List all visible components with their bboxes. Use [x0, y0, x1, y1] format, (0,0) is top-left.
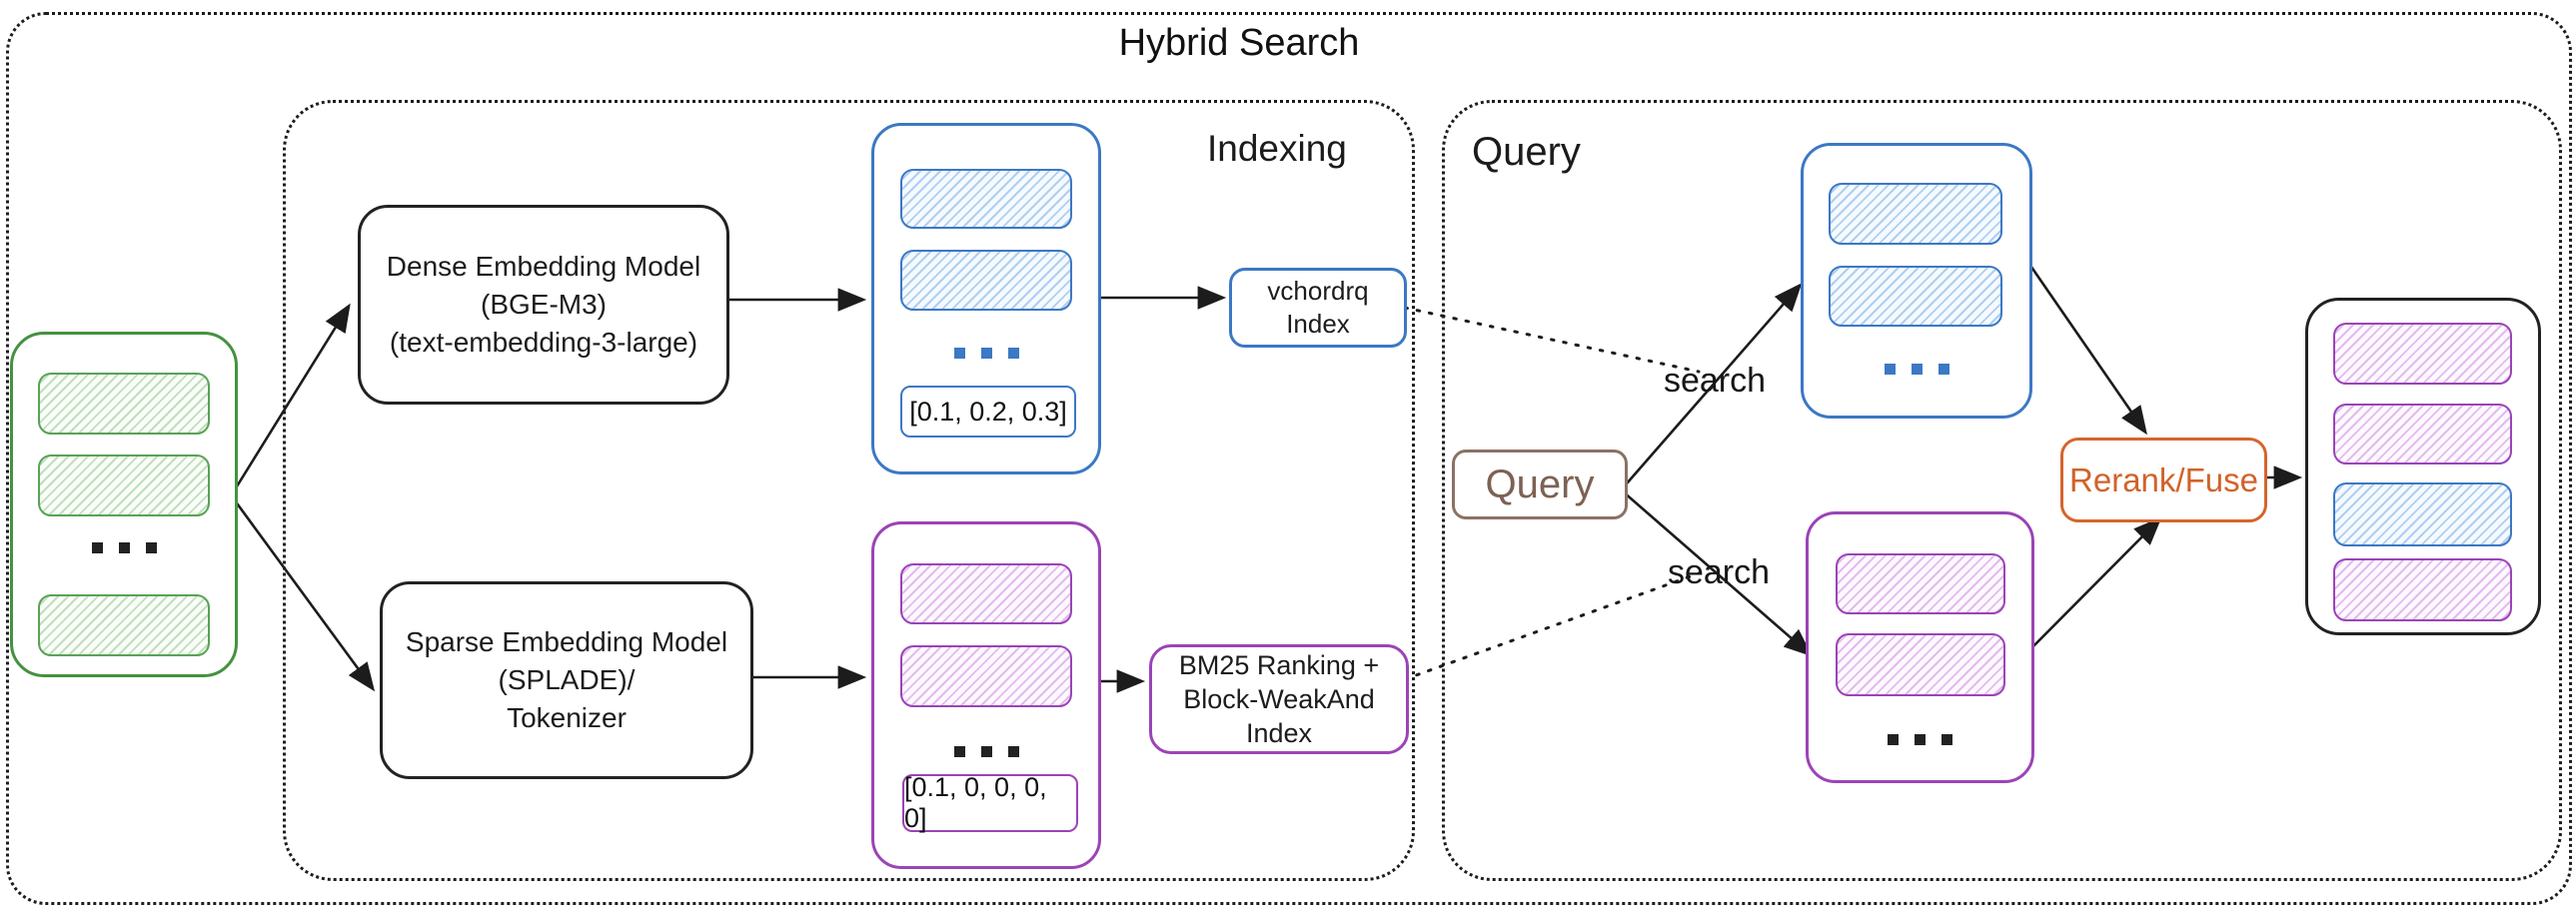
dense-result-bar: [1829, 266, 2002, 327]
vchordrq-index-node: vchordrq Index: [1229, 268, 1407, 348]
dense-embedding-model-node: Dense Embedding Model (BGE-M3) (text-emb…: [358, 205, 729, 405]
ellipsis-icon: [1809, 734, 2031, 745]
bm25-line2: Block-WeakAnd Index: [1183, 684, 1375, 748]
sparse-vector-bar: [900, 563, 1072, 624]
dense-vectors-stack: [0.1, 0.2, 0.3]: [871, 123, 1101, 474]
bm25-line1: BM25 Ranking +: [1178, 650, 1380, 680]
sparse-embedding-model-node: Sparse Embedding Model (SPLADE)/ Tokeniz…: [380, 581, 753, 779]
dense-vector-bar: [900, 169, 1072, 229]
query-node: Query: [1452, 450, 1628, 519]
sparse-model-line1: Sparse Embedding Model: [405, 626, 728, 657]
document-bar: [38, 373, 210, 435]
dense-vector-bar: [900, 250, 1072, 311]
ellipsis-icon: [13, 542, 235, 553]
diagram-title: Hybrid Search: [1118, 22, 1360, 64]
document-bar: [38, 455, 210, 516]
sparse-sample-vector: [0.1, 0, 0, 0, 0]: [902, 772, 1078, 833]
hybrid-search-container: [6, 12, 2572, 905]
rerank-fuse-node: Rerank/Fuse: [2060, 438, 2267, 522]
search-label-sparse: search: [1667, 553, 1771, 591]
ellipsis-icon: [1804, 364, 2029, 375]
source-documents-stack: [10, 332, 238, 677]
dense-model-line2: (BGE-M3): [481, 289, 607, 320]
dense-model-line1: Dense Embedding Model: [386, 251, 701, 282]
ellipsis-icon: [874, 746, 1098, 757]
dense-model-line3: (text-embedding-3-large): [389, 327, 698, 358]
result-bar-purple: [2333, 558, 2512, 621]
sparse-model-line3: Tokenizer: [507, 702, 627, 733]
document-bar: [38, 594, 210, 656]
query-dense-results-stack: [1801, 143, 2032, 419]
indexing-panel-label: Indexing: [1207, 128, 1347, 169]
fused-results-stack: [2305, 298, 2541, 635]
sparse-model-line2: (SPLADE)/: [498, 664, 636, 695]
bm25-index-node: BM25 Ranking + Block-WeakAnd Index: [1149, 644, 1409, 754]
result-bar-blue: [2333, 482, 2512, 546]
result-bar-purple: [2333, 404, 2512, 464]
query-sparse-results-stack: [1806, 511, 2034, 783]
query-panel: [1442, 100, 2562, 881]
query-panel-label: Query: [1472, 130, 1581, 174]
dense-sample-vector: [0.1, 0.2, 0.3]: [900, 386, 1076, 438]
sparse-result-bar: [1836, 633, 2005, 696]
ellipsis-icon: [874, 348, 1098, 359]
dense-result-bar: [1829, 183, 2002, 245]
result-bar-purple: [2333, 323, 2512, 385]
sparse-vector-bar: [900, 645, 1072, 707]
search-label-dense: search: [1663, 362, 1767, 400]
vchordrq-line2: Index: [1286, 309, 1350, 339]
sparse-result-bar: [1836, 553, 2005, 614]
vchordrq-line1: vchordrq: [1267, 276, 1369, 306]
sparse-vectors-stack: [0.1, 0, 0, 0, 0]: [871, 521, 1101, 869]
